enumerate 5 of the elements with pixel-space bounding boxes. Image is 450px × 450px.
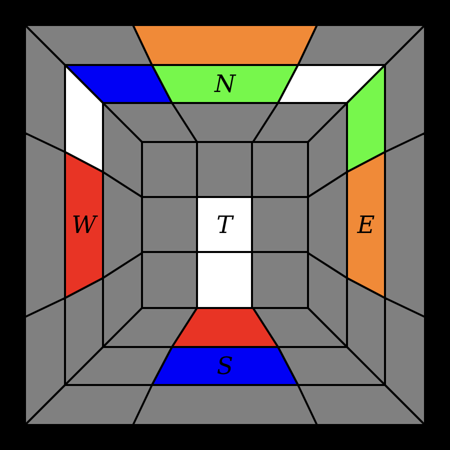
face-letter: N bbox=[214, 72, 236, 96]
face-letter: W bbox=[72, 213, 96, 237]
face-letter: S bbox=[216, 354, 234, 378]
face-letter: T bbox=[216, 212, 232, 236]
face-letter: E bbox=[357, 213, 375, 237]
